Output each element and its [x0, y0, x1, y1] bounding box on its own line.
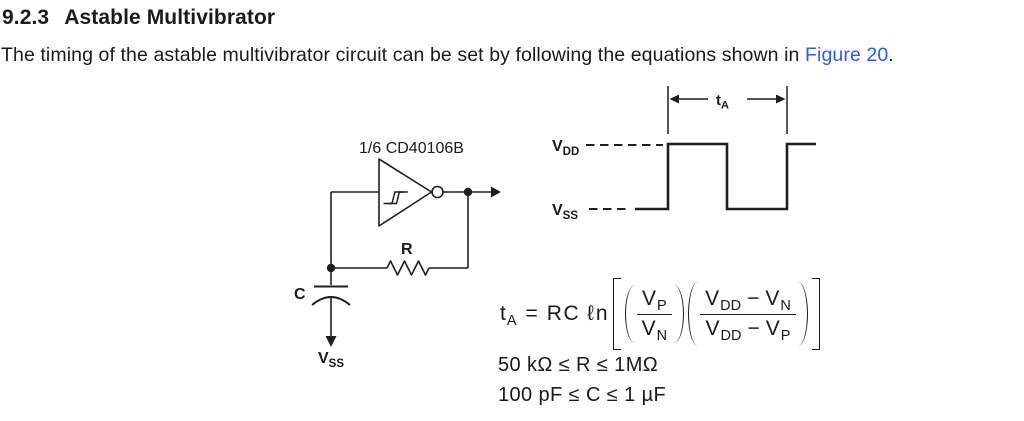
period-label: tA	[716, 92, 729, 112]
vdd-label: VDD	[552, 138, 579, 158]
figure-20-link[interactable]: Figure 20	[805, 44, 889, 66]
eq-lhs: tA	[500, 302, 517, 329]
output-waveform: tA VDD VSS	[552, 86, 816, 222]
hysteresis-icon	[383, 191, 409, 205]
astable-circuit: 1/6 CD40106B R	[294, 140, 501, 370]
resistor-constraint: 50 kΩ ≤ R ≤ 1MΩ	[498, 354, 659, 376]
section-heading: 9.2.3 Astable Multivibrator	[2, 6, 275, 30]
resistor-zigzag	[386, 260, 430, 276]
period-arrow-left-icon	[669, 94, 679, 104]
timing-equation: tA = RC ℓn VP VN VDD−VN VDD−VP	[500, 278, 820, 350]
right-paren-1	[674, 285, 685, 343]
right-paren-2	[798, 282, 808, 346]
capacitor-label: C	[294, 286, 306, 303]
section-number: 9.2.3	[2, 6, 50, 29]
eq-coefficient: RC	[546, 302, 581, 325]
section-title: Astable Multivibrator	[64, 6, 276, 29]
vss-label: VSS	[552, 202, 578, 222]
ground-arrow-icon	[325, 336, 337, 347]
body-paragraph: The timing of the astable multivibrator …	[1, 44, 894, 67]
left-paren-2	[688, 282, 698, 346]
period-arrow-right-icon	[776, 94, 786, 104]
left-paren-1	[624, 285, 635, 343]
gate-label: 1/6 CD40106B	[359, 140, 464, 157]
eq-ln: ℓn	[587, 302, 610, 325]
capacitor-constraint: 100 pF ≤ C ≤ 1 µF	[498, 384, 667, 406]
resistor-label: R	[401, 241, 413, 258]
output-arrow-icon	[491, 186, 501, 198]
eq-fraction-2: VDD−VN VDD−VP	[700, 287, 796, 344]
eq-equals: =	[525, 302, 538, 325]
ground-label: VSS	[318, 350, 344, 370]
paragraph-text: The timing of the astable multivibrator …	[1, 44, 806, 66]
paragraph-period: .	[888, 44, 894, 66]
eq-fraction-1: VP VN	[637, 287, 673, 344]
output-junction-dot	[463, 187, 473, 197]
inverter-bubble	[431, 185, 444, 199]
left-bracket	[612, 278, 621, 350]
square-wave-trace	[635, 142, 816, 211]
right-bracket	[811, 278, 820, 350]
